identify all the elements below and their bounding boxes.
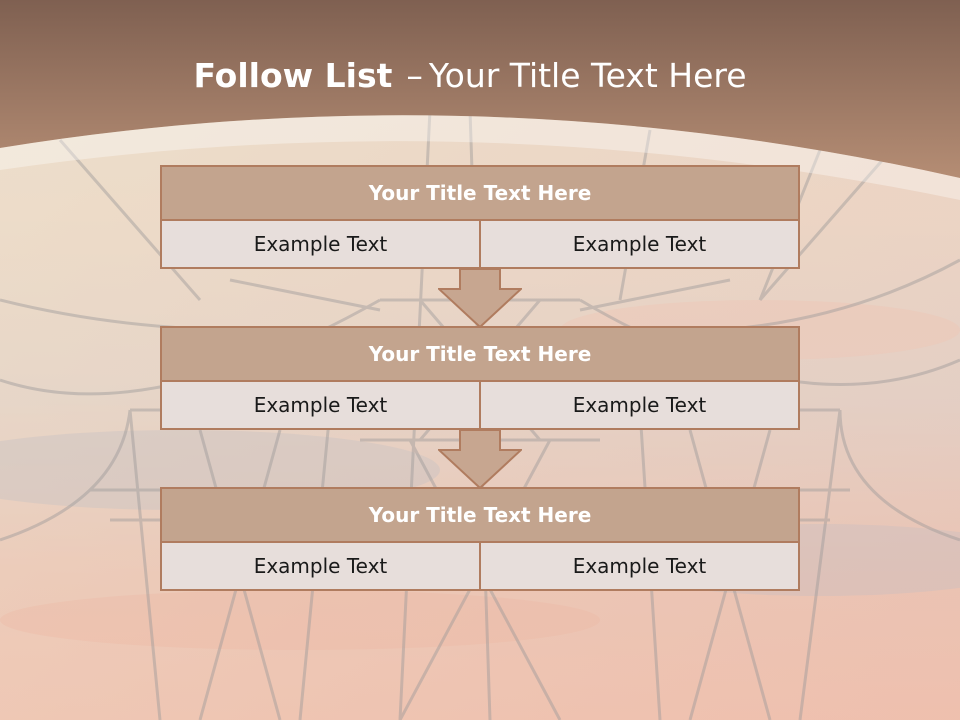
block-cell-right[interactable]: Example Text (479, 219, 800, 269)
block-cell-left[interactable]: Example Text (160, 219, 481, 269)
slide-title-rest: Your Title Text Here (428, 56, 747, 95)
block-cell-right[interactable]: Example Text (479, 541, 800, 591)
slide-title: Follow List–Your Title Text Here (0, 52, 940, 100)
list-block-1: Your Title Text Here Example Text Exampl… (160, 165, 800, 269)
block-cell-left[interactable]: Example Text (160, 541, 481, 591)
block-title[interactable]: Your Title Text Here (160, 326, 800, 382)
down-arrow-icon (438, 269, 522, 329)
down-arrow-icon (438, 430, 522, 490)
block-cell-left[interactable]: Example Text (160, 380, 481, 430)
block-row: Example Text Example Text (160, 380, 800, 430)
block-row: Example Text Example Text (160, 219, 800, 269)
list-block-3: Your Title Text Here Example Text Exampl… (160, 487, 800, 591)
slide-title-separator: – (406, 56, 423, 95)
block-title[interactable]: Your Title Text Here (160, 165, 800, 221)
slide-title-bold: Follow List (193, 56, 393, 95)
block-cell-right[interactable]: Example Text (479, 380, 800, 430)
block-row: Example Text Example Text (160, 541, 800, 591)
block-title[interactable]: Your Title Text Here (160, 487, 800, 543)
list-block-2: Your Title Text Here Example Text Exampl… (160, 326, 800, 430)
